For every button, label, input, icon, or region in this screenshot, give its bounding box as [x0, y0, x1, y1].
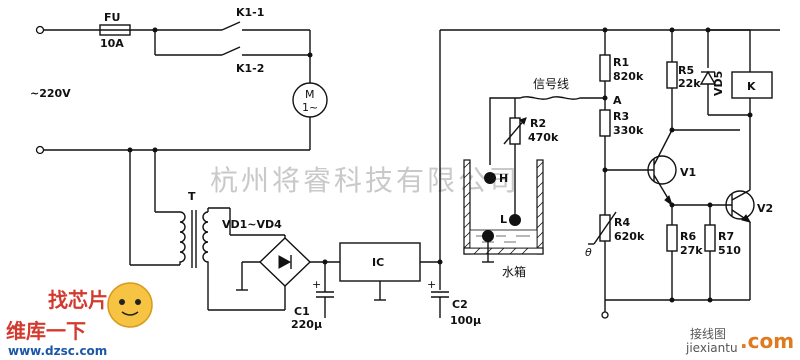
c1-polarity: + — [312, 278, 321, 291]
center-watermark: 杭州将睿科技有限公司 — [210, 164, 520, 197]
mains-terminal-bottom — [35, 145, 45, 155]
signal-line-label: 信号线 — [533, 77, 569, 91]
divider-chain: R1 820k A R3 330k R4 620k θ — [585, 27, 645, 319]
power-supply: VD1~VD4 + C1 220µ IC — [222, 218, 443, 331]
relay-contact-k1-1 — [221, 21, 241, 31]
transformer-label: T — [188, 190, 196, 203]
r2-value: 470k — [528, 131, 559, 144]
r1-label: R1 — [613, 56, 629, 69]
ic-regulator — [339, 242, 421, 282]
node-a-label: A — [613, 94, 622, 107]
r5-label: R5 — [678, 64, 694, 77]
vd5-label: VD5 — [712, 71, 725, 96]
r1-value: 820k — [613, 70, 644, 83]
mains-section: ~220V FU 10A K1-1 K1-2 M 1~ — [30, 6, 328, 155]
water-level — [469, 229, 538, 249]
signal-line — [489, 96, 605, 165]
transformer: T — [129, 150, 285, 311]
transformer-primary-coil — [179, 211, 186, 265]
probe-common — [482, 230, 494, 242]
contact-k1-2-label: K1-2 — [236, 62, 264, 75]
site-com-text: .com — [740, 329, 794, 353]
mascot-icon — [107, 282, 153, 328]
site-url-text: jiexiantu — [685, 341, 738, 355]
resistor-r3 — [599, 109, 611, 137]
control-rail: + C2 100µ — [427, 29, 780, 327]
fuse-rating: 10A — [100, 37, 124, 50]
r3-value: 330k — [613, 124, 644, 137]
r4-label: R4 — [614, 216, 630, 229]
r7-value: 510 — [718, 244, 741, 257]
site-cn-text: 接线图 — [690, 326, 726, 341]
transistor-stage: V1 R5 22k VD5 K V2 — [605, 27, 773, 303]
probe-l — [509, 214, 521, 226]
ic-label: IC — [372, 256, 384, 269]
r6-value: 27k — [680, 244, 703, 257]
resistor-r7 — [704, 224, 716, 252]
probe-h-label: H — [499, 172, 508, 185]
transformer-secondary-coil — [202, 211, 209, 265]
logo-url: www.dzsc.com — [8, 344, 107, 358]
logo-bottom-text: 维库一下 — [6, 319, 86, 343]
r5-value: 22k — [678, 77, 701, 90]
node-a — [602, 95, 608, 101]
c1-value: 220µ — [291, 318, 322, 331]
fuse-label: FU — [104, 11, 120, 24]
mains-label: ~220V — [30, 87, 71, 100]
r4-value: 620k — [614, 230, 645, 243]
logo-top-text: 找芯片 — [48, 288, 108, 312]
theta-label: θ — [585, 246, 592, 259]
motor-sub-label: 1~ — [302, 101, 318, 114]
contact-k1-1-label: K1-1 — [236, 6, 264, 19]
r6-label: R6 — [680, 230, 696, 243]
mains-terminal-top — [35, 25, 45, 35]
motor-label: M — [305, 88, 315, 101]
r7-label: R7 — [718, 230, 734, 243]
relay-contact-k1-2 — [221, 46, 241, 56]
resistor-r5 — [666, 61, 678, 89]
probe-h — [484, 172, 496, 184]
c2-value: 100µ — [450, 314, 481, 327]
water-tank: 信号线 R2 470k — [463, 77, 605, 279]
r2-label: R2 — [530, 117, 546, 130]
probe-l-label: L — [500, 213, 507, 226]
c1-label: C1 — [294, 305, 310, 318]
c2-polarity: + — [427, 278, 436, 291]
v1-label: V1 — [680, 166, 696, 179]
resistor-r6 — [666, 224, 678, 252]
relay-label: K — [747, 80, 756, 93]
logo-watermark-right: 接线图 jiexiantu .com — [685, 326, 794, 355]
tank-label: 水箱 — [502, 264, 526, 279]
resistor-r1 — [599, 54, 611, 82]
v2-label: V2 — [757, 202, 773, 215]
c2-label: C2 — [452, 298, 468, 311]
logo-watermark-left: 找芯片 维库一下 www.dzsc.com — [6, 282, 153, 358]
relay-coil-k — [731, 71, 773, 99]
r3-label: R3 — [613, 110, 629, 123]
rectifier-label: VD1~VD4 — [222, 218, 282, 231]
